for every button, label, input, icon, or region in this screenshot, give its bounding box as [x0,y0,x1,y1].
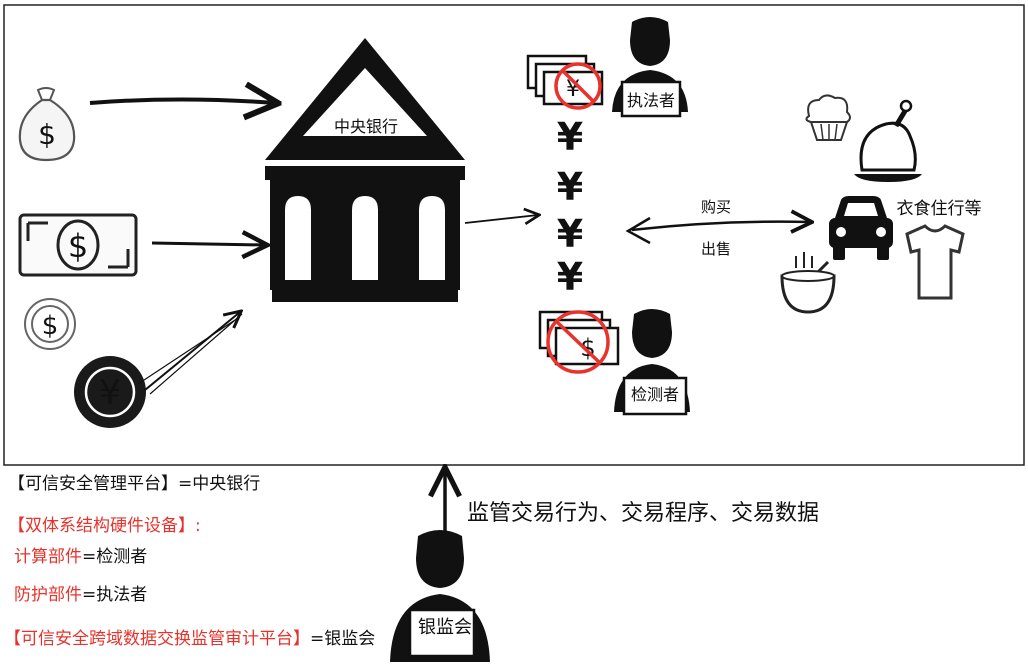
arrow-note-to-bank [151,243,265,245]
yuan-symbol-4: ¥ [557,255,583,299]
enforcer-label: 执法者 [627,91,675,110]
person-icon [390,530,490,662]
svg-text:$: $ [68,227,88,265]
bowl-icon [780,252,836,314]
legend-exchange-platform: 【可信安全跨域数据交换监管审计平台】 [4,629,310,649]
bank-building-icon [265,38,465,302]
arrow-bag-to-bank [89,100,275,104]
supervise-caption: 监管交易行为、交易程序、交易数据 [467,501,819,526]
legend-line-3: 计算部件=检测者 [14,546,147,568]
legend-protect-part: 防护部件 [14,585,82,605]
dollar-coin-icon: $ [24,298,76,350]
yuan-symbol-3: ¥ [557,212,583,256]
arrow-coin-to-bank [144,312,240,391]
legend-exchange-eq: =银监会 [310,629,376,649]
yuan-coin-icon: ¥ [74,356,146,428]
legend-compute-eq: =检测者 [82,547,148,567]
svg-text:$: $ [38,118,56,151]
sell-label: 出售 [701,240,731,258]
yuan-symbol-2: ¥ [557,165,583,209]
regulator-label: 银监会 [418,617,472,638]
banknote-icon: $ [18,213,138,277]
svg-text:¥: ¥ [99,373,121,413]
arrow-coin-to-bank-sketch [137,313,243,395]
legend-compute-part: 计算部件 [14,547,82,567]
cupcake-icon [805,94,851,141]
yuan-symbol-1: ¥ [557,115,583,159]
legend-platform-name: 【可信安全管理平台】 [8,474,178,494]
legend-line-2: 【双体系结构硬件设备】: [8,516,201,536]
roast-chicken-icon [854,99,922,182]
crossed-banknote-icon: $ [538,310,620,374]
svg-text:$: $ [42,311,59,341]
tshirt-icon [905,224,965,300]
person-icon [614,309,690,416]
buy-sell-arrow-left-head [625,216,651,245]
person-icon [612,17,688,118]
arrow-bank-to-yuan [464,215,538,223]
legend-line-4: 防护部件=执法者 [14,584,147,606]
legend-line-1: 【可信安全管理平台】=中央银行 [8,473,260,495]
legend-protect-eq: =执法者 [82,585,148,605]
bank-label: 中央银行 [334,117,398,136]
goods-label: 衣食住行等 [897,199,982,219]
legend-line-5: 【可信安全跨域数据交换监管审计平台】=银监会 [4,628,375,650]
car-icon [829,196,893,260]
diagram-frame [3,4,1025,466]
inspector-label: 检测者 [631,385,679,404]
crossed-banknote-icon: ¥ [526,54,604,110]
buy-label: 购买 [701,198,731,216]
money-bag-icon: $ [18,87,76,162]
buy-sell-arrow [631,222,810,230]
legend-platform-eq: =中央银行 [178,474,261,494]
